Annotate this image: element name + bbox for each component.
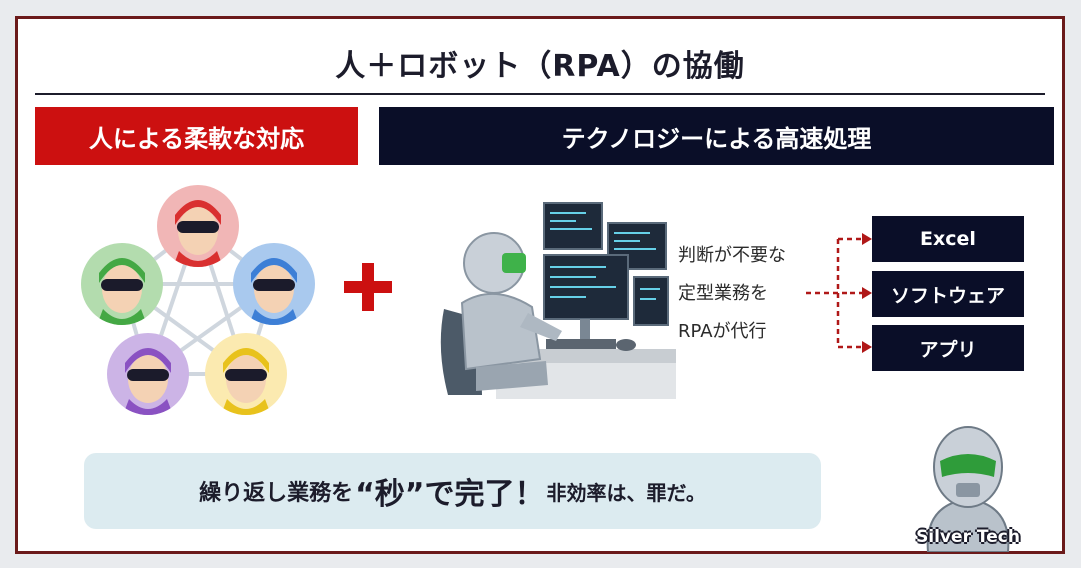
description-line-3: RPAが代行 <box>678 321 767 342</box>
title-divider <box>35 93 1045 95</box>
slide-title: 人＋ロボット（RPA）の協働 <box>335 49 745 84</box>
mascot-label: Silver Tech <box>916 527 1020 547</box>
avatar-yellow <box>205 333 287 415</box>
silver-tech-mascot <box>926 426 1010 552</box>
branch-arrows <box>806 233 872 353</box>
avatar-green <box>81 243 163 325</box>
plus-icon <box>344 263 392 311</box>
target-apps: アプリ <box>872 325 1024 371</box>
technology-header: テクノロジーによる高速処理 <box>379 107 1054 165</box>
key-message-box: 繰り返し業務を “秒”で完了！ 非効率は、罪だ。 <box>84 453 821 529</box>
people-network <box>78 184 318 424</box>
target-software: ソフトウェア <box>872 271 1024 317</box>
human-header: 人による柔軟な対応 <box>35 107 358 165</box>
rpa-description: 判断が不要な 定型業務を RPAが代行 <box>678 237 786 351</box>
message-part-1: 繰り返し業務を <box>199 481 354 506</box>
avatar-red <box>157 185 239 267</box>
target-excel: Excel <box>872 216 1024 262</box>
robot-workstation-illustration <box>440 202 676 399</box>
message-part-3: 非効率は、罪だ。 <box>546 480 706 505</box>
description-line-1: 判断が不要な <box>678 245 786 266</box>
message-part-2: “秒”で完了！ <box>355 477 545 512</box>
description-line-2: 定型業務を <box>678 283 768 304</box>
slide-frame: 人＋ロボット（RPA）の協働 人による柔軟な対応 テクノロジーによる高速処理 <box>15 16 1065 554</box>
avatar-blue <box>233 243 315 325</box>
avatar-purple <box>107 333 189 415</box>
